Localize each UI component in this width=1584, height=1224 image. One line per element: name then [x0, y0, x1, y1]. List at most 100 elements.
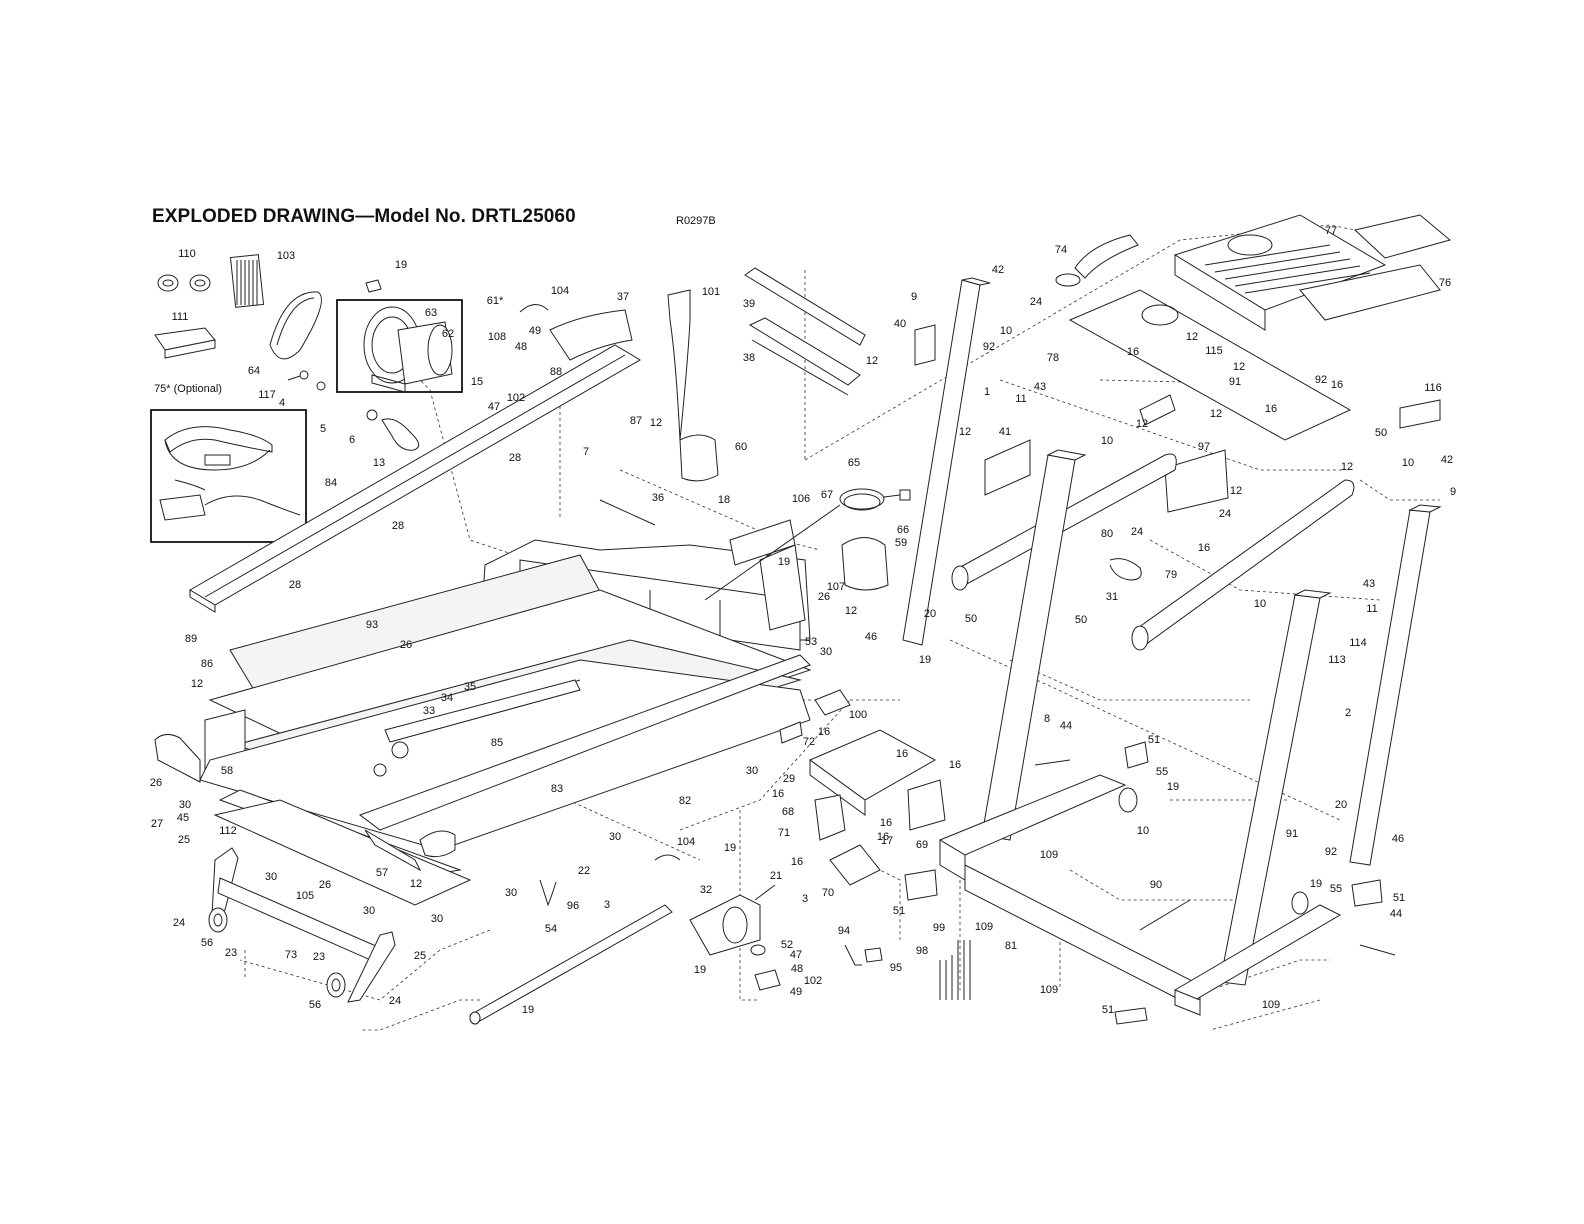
handle-74: [1055, 234, 1139, 287]
part-callout-label: 63: [425, 307, 437, 319]
part-callout-label: 60: [735, 441, 747, 453]
console: [1068, 214, 1452, 513]
part-callout-label: 85: [491, 737, 503, 749]
part-callout-label: 109: [1262, 999, 1280, 1011]
part-callout-label: 49: [790, 986, 802, 998]
part-callout-label: 19: [522, 1004, 534, 1016]
part-callout-label: 82: [679, 795, 691, 807]
part-callout-label: 110: [178, 248, 196, 260]
part-callout-label: 16: [880, 817, 892, 829]
incline-motor: [689, 884, 781, 991]
part-callout-label: 11: [1366, 603, 1377, 615]
optional-accessory-box: [150, 409, 307, 543]
part-callout-label: 3: [802, 893, 808, 905]
part-callout-label: 98: [916, 945, 928, 957]
part-callout-label: 55: [1330, 883, 1342, 895]
bars-38-39: [744, 267, 866, 396]
part-callout-label: 19: [919, 654, 931, 666]
part-callout-label: 16: [1331, 379, 1343, 391]
part-callout-label: 100: [849, 709, 867, 721]
part-callout-label: 8: [1044, 713, 1050, 725]
part-callout-label: 24: [1219, 508, 1231, 520]
part-callout-label: 52: [781, 939, 793, 951]
part-callout-label: 24: [1030, 296, 1042, 308]
part-callout-label: 12: [191, 678, 203, 690]
part-callout-label: 16: [1198, 542, 1210, 554]
part-callout-label: 9: [911, 291, 917, 303]
part-callout-label: 17: [881, 835, 893, 847]
part-callout-label: 96: [567, 900, 579, 912]
part-callout-label: 26: [150, 777, 162, 789]
part-callout-label: 5: [320, 423, 326, 435]
part-callout-label: 24: [1131, 526, 1143, 538]
part-callout-label: 91: [1229, 376, 1241, 388]
part-callout-label: 97: [1198, 441, 1210, 453]
part-callout-label: 65: [848, 457, 860, 469]
part-callout-label: 39: [743, 298, 755, 310]
part-callout-label: 18: [718, 494, 730, 506]
part-callout-label: 68: [782, 806, 794, 818]
part-callout-label: 25: [178, 834, 190, 846]
part-callout-label: 102: [507, 392, 525, 404]
revision-code: R0297B: [676, 215, 716, 227]
part-callout-label: 54: [545, 923, 557, 935]
part-callout-label: 42: [992, 264, 1004, 276]
part-callout-label: 45: [177, 812, 189, 824]
part-callout-label: 12: [866, 355, 878, 367]
part-callout-label: 49: [529, 325, 541, 337]
part-callout-label: 38: [743, 352, 755, 364]
part-callout-label: 62: [442, 328, 454, 340]
part-callout-label: 56: [201, 937, 213, 949]
part-callout-label: 19: [1310, 878, 1322, 890]
part-callout-label: 43: [1034, 381, 1046, 393]
part-callout-label: 33: [423, 705, 435, 717]
part-callout-label: 26: [400, 639, 412, 651]
part-callout-label: 10: [1254, 598, 1266, 610]
part-callout-label: 9: [1450, 486, 1456, 498]
part-callout-label: 89: [185, 633, 197, 645]
part-callout-label: 16: [791, 856, 803, 868]
part-callout-label: 117: [258, 389, 276, 401]
part-callout-label: 28: [392, 520, 404, 532]
part-callout-label: 40: [894, 318, 906, 330]
part-callout-label: 83: [551, 783, 563, 795]
part-callout-label: 20: [1335, 799, 1347, 811]
part-callout-label: 31: [1106, 591, 1118, 603]
part-callout-label: 24: [389, 995, 401, 1007]
part-callout-label: 55: [1156, 766, 1168, 778]
part-callout-label: 23: [313, 951, 325, 963]
part-callout-label: 101: [702, 286, 720, 298]
part-callout-label: 50: [1375, 427, 1387, 439]
part-callout-label: 48: [791, 963, 803, 975]
part-callout-label: 75* (Optional): [154, 383, 222, 395]
part-callout-label: 44: [1390, 908, 1402, 920]
left-upright-1: [902, 277, 991, 646]
part-callout-label: 42: [1441, 454, 1453, 466]
part-callout-label: 10: [1101, 435, 1113, 447]
main-frame: [199, 519, 812, 906]
part-callout-label: 78: [1047, 352, 1059, 364]
part-callout-label: 102: [804, 975, 822, 987]
power-cord: [704, 488, 911, 601]
part-callout-label: 90: [1150, 879, 1162, 891]
part-callout-label: 58: [221, 765, 233, 777]
hood-59: [841, 537, 889, 591]
part-callout-label: 111: [172, 311, 189, 323]
part-callout-label: 51: [893, 905, 905, 917]
part-callout-label: 61*: [487, 295, 504, 307]
part-callout-label: 16: [896, 748, 908, 760]
part-callout-label: 106: [792, 493, 810, 505]
part-callout-label: 10: [1137, 825, 1149, 837]
part-callout-label: 19: [395, 259, 407, 271]
part-callout-label: 99: [933, 922, 945, 934]
part-callout-label: 80: [1101, 528, 1113, 540]
part-callout-label: 28: [289, 579, 301, 591]
part-callout-label: 30: [609, 831, 621, 843]
part-callout-label: 16: [818, 726, 830, 738]
part-callout-label: 19: [1167, 781, 1179, 793]
part-callout-label: 13: [373, 457, 385, 469]
part-callout-label: 56: [309, 999, 321, 1011]
part-callout-label: 107: [827, 581, 845, 593]
part-callout-label: 109: [1040, 849, 1058, 861]
